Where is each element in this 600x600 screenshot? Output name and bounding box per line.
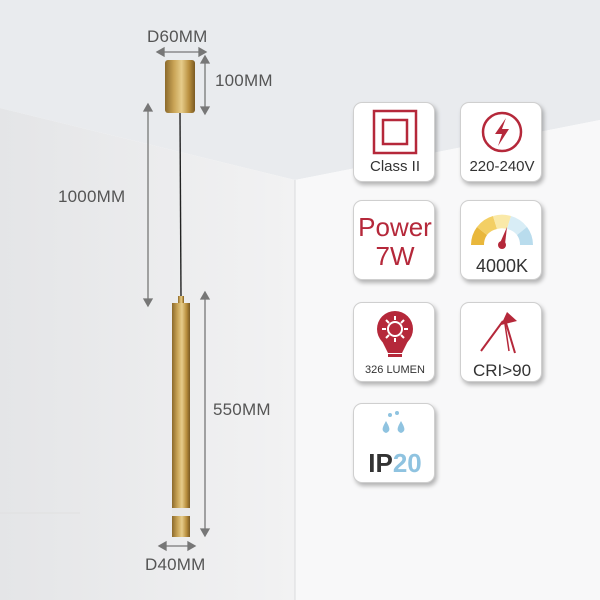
- class-ii-label: Class II: [369, 158, 420, 175]
- tube-length-label: 550MM: [213, 400, 271, 419]
- ip-rating-card: IP20: [353, 403, 435, 483]
- tube-length-arrow: [199, 290, 211, 538]
- double-square-icon: [372, 109, 418, 155]
- power-value: 7W: [375, 241, 415, 271]
- lamp-tube-tip: [172, 516, 190, 537]
- lumen-label: 326 LUMEN: [365, 364, 425, 376]
- cable-grip: [178, 296, 184, 304]
- cri-label: CRI>90: [472, 361, 532, 380]
- voltage-card: 220-240V: [460, 102, 542, 182]
- canopy-height-arrow: [199, 54, 211, 116]
- power-title: Power: [358, 212, 432, 242]
- power-card: Power 7W: [353, 200, 435, 280]
- lumen-card: 326 LUMEN: [353, 302, 435, 382]
- pendant-lamp: [165, 60, 195, 537]
- ceiling: [0, 0, 600, 180]
- prism-icon: [480, 312, 517, 354]
- lamp-diffuser-ring: [172, 508, 190, 516]
- ip-rating-value: IP20: [357, 448, 433, 479]
- canopy: [165, 60, 195, 113]
- tube-diameter-label: D40MM: [145, 555, 206, 574]
- left-wall: [0, 108, 295, 600]
- ip-number: 20: [392, 448, 422, 478]
- color-temperature-gauge-icon: [471, 214, 533, 249]
- cri-card: CRI>90: [460, 302, 542, 382]
- dimension-arrows: [142, 46, 211, 552]
- canopy-width-arrow: [155, 46, 208, 58]
- color-temperature-label: 4000K: [475, 256, 529, 276]
- tube-width-arrow: [157, 540, 197, 552]
- class-ii-card: Class II: [353, 102, 435, 182]
- canopy-diameter-label: D60MM: [147, 27, 208, 46]
- cable-length-label: 1000MM: [58, 187, 126, 206]
- cable-length-arrow: [142, 102, 154, 308]
- cable: [179, 112, 182, 299]
- electric-bolt-icon: [481, 111, 523, 153]
- canopy-height-label: 100MM: [215, 71, 273, 90]
- voltage-label: 220-240V: [469, 158, 535, 175]
- color-temperature-card: 4000K: [460, 200, 542, 280]
- right-wall: [295, 120, 600, 600]
- ip-prefix: IP: [368, 448, 393, 478]
- lamp-tube: [172, 303, 190, 537]
- bulb-icon: [377, 311, 413, 357]
- water-drops-icon: [382, 411, 405, 433]
